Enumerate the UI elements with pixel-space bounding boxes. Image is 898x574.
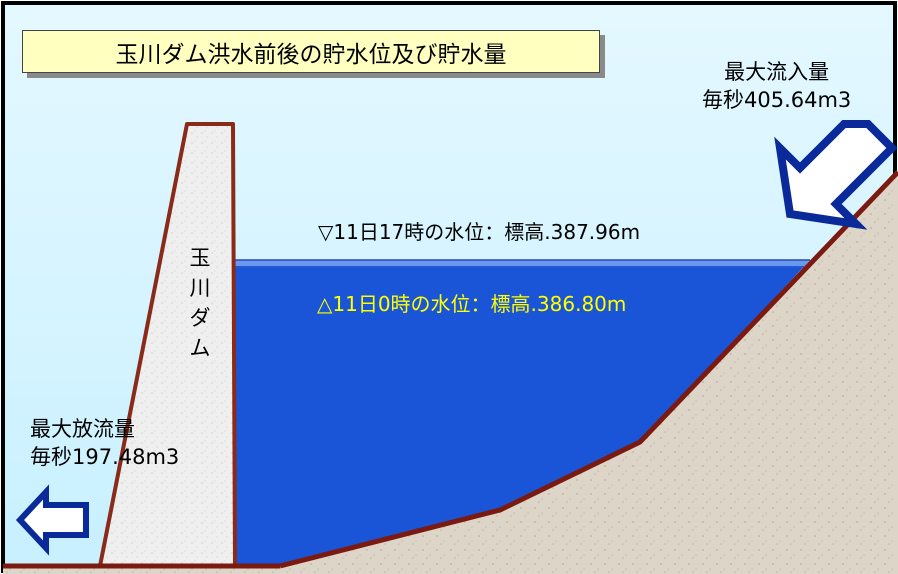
ground — [3, 172, 898, 574]
inflow-rate: 毎秒405.64m3 — [702, 88, 852, 112]
reservoir-water — [235, 260, 810, 566]
water-level-before-label: △11日0時の水位：標高.386.80m — [317, 292, 627, 316]
water-level-after-label: ▽11日17時の水位：標高.387.96m — [318, 220, 641, 244]
outflow-label: 最大放流量 毎秒197.48m3 — [30, 415, 179, 471]
arrow-down-left-icon — [774, 120, 898, 230]
water-surface-band — [235, 260, 810, 266]
diagram-title: 玉川ダム洪水前後の貯水位及び貯水量 — [22, 30, 600, 73]
inflow-label: 最大流入量 毎秒405.64m3 — [702, 58, 851, 114]
ground-outline — [279, 170, 898, 569]
arrow-left-icon — [15, 484, 89, 556]
dam-name-label: 玉川ダム — [189, 246, 211, 360]
outflow-label-title: 最大放流量 — [30, 417, 135, 441]
outflow-rate: 毎秒197.48m3 — [30, 445, 180, 469]
inflow-label-title: 最大流入量 — [724, 60, 830, 84]
